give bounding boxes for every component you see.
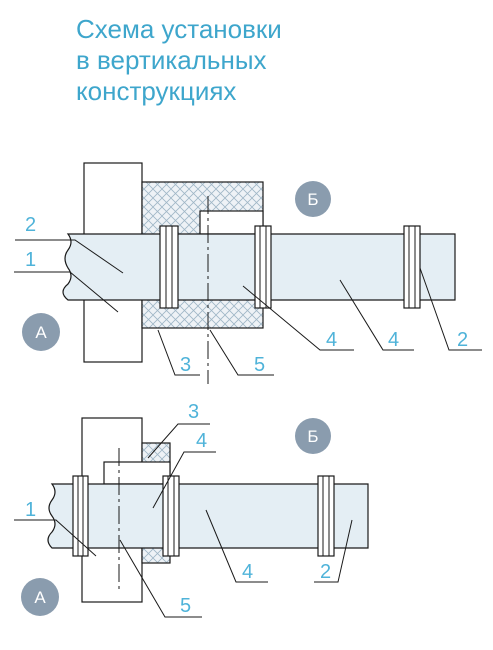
bottom-coupling-1 [72,475,89,557]
top-coupling-3 [403,225,421,309]
title-line-1: Схема установки [76,14,282,44]
top-label-3: 3 [180,354,191,376]
bottom-coupling-3 [317,475,335,557]
top-label-4-right: 4 [388,329,399,351]
top-coupling-2 [254,225,272,309]
top-label-2-left: 2 [25,214,36,236]
bottom-marker-b-text: Б [307,427,318,446]
title-line-3: конструкциях [76,76,237,106]
top-marker-b-text: Б [307,190,318,209]
bottom-marker-a-text: А [34,588,46,607]
page-title: Схема установки в вертикальных конструкц… [76,14,282,107]
bottom-leaders [14,423,353,618]
top-fitting-block [199,210,264,235]
top-diagram: 2 1 3 5 4 4 2 А Б [14,162,482,384]
top-coupling-1 [159,225,179,309]
bottom-label-4-bottom: 4 [242,561,253,583]
bottom-diagram: 3 4 1 5 4 2 А Б [14,401,369,618]
top-marker-b [295,181,331,217]
bottom-coupling-2 [162,475,180,557]
bottom-label-1: 1 [25,499,36,521]
bottom-label-3: 3 [188,401,199,423]
bottom-label-2: 2 [320,561,331,583]
bottom-fitting-block [103,461,171,485]
top-label-4-center: 4 [326,329,337,351]
top-label-1: 1 [25,249,36,271]
top-label-5: 5 [254,354,265,376]
bottom-label-4-top: 4 [196,430,207,452]
top-marker-a-text: А [35,323,47,342]
bottom-marker-a [21,578,59,616]
top-label-2-right: 2 [457,329,468,351]
top-leaders [14,239,482,376]
bottom-marker-b [295,418,331,454]
top-marker-a [22,313,60,351]
title-line-2: в вертикальных [76,45,267,75]
bottom-label-5: 5 [180,595,191,617]
